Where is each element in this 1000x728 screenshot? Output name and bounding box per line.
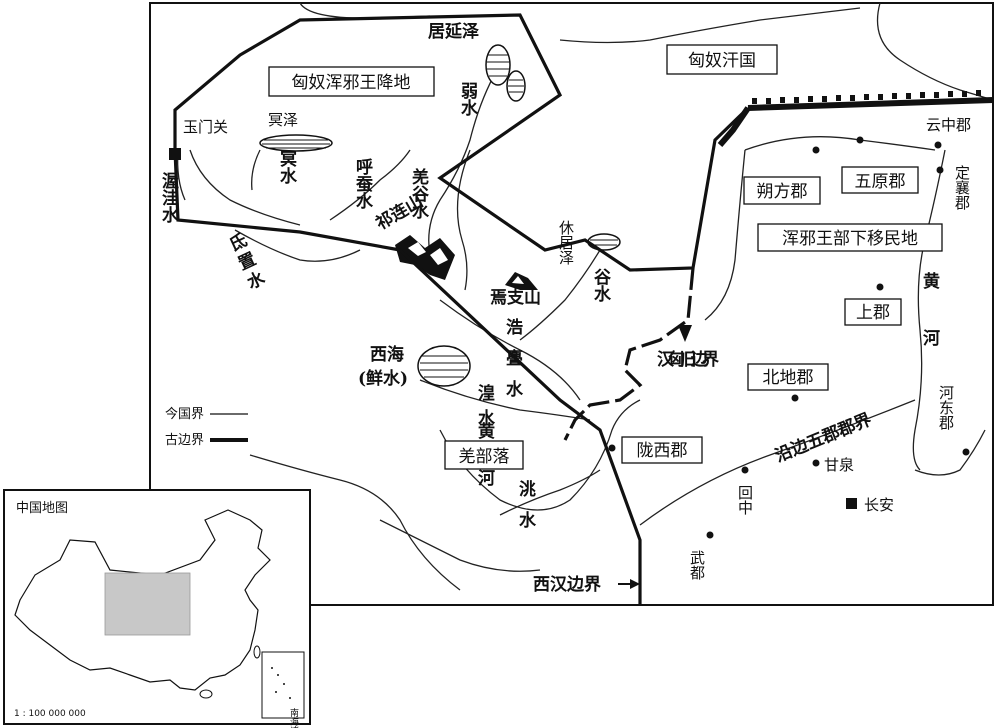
river-gushui [519,249,601,341]
inset-hainan [199,689,213,699]
lake-hatching [262,54,618,378]
label-wuyuan: 五原郡 [855,172,906,192]
legend-modern-label: 今国界 [165,406,204,422]
inset-scale: 1 : 100 000 000 [14,709,86,719]
han-xiongnu-old-border-line [563,267,695,441]
dot-ganquan [812,459,820,467]
label-qianggu: 羌谷水 [408,167,429,220]
terrain-right-edge [876,2,994,101]
western-han-arrowhead [630,579,640,589]
lake-xiujuze [587,233,621,251]
label-xihai: 西海 [370,344,404,365]
label-dingxiang: 定襄郡 [953,165,971,210]
inset-title: 中国地图 [16,501,68,516]
label-hedong: 河东郡 [937,385,955,430]
dot-yunzhong [934,141,942,149]
river-huangshui [419,379,591,421]
label-yunzhong: 云中郡 [926,116,971,134]
great-wall [717,90,994,147]
label-xiujuze: 休居泽 [557,220,575,265]
label-ruoshui: 弱水 [457,82,478,117]
dot-shangjun [876,283,884,291]
label-han-xiongnu-old-border: 汉匈旧边界 [657,349,719,370]
five-commanderies-line [639,399,916,526]
label-taoshui: 洮水 [515,479,536,542]
river-huanghe-east [912,149,946,471]
label-yanzhi: 焉支山 [490,287,541,308]
label-wudu: 武都 [688,550,706,580]
river-haomen [439,299,581,401]
city-markers [608,136,970,539]
dot-longxi [608,444,616,452]
inset-map: 中国地图 南海诸岛 1 : 100 000 000 [3,489,311,728]
label-beidi: 北地郡 [763,368,814,388]
dot-huizhong [741,466,749,474]
label-hunxie-migration: 浑邪王部下移民地 [782,229,918,249]
label-ganquan: 甘泉 [824,456,854,474]
label-mingze: 冥泽 [268,111,298,129]
label-yumenguan: 玉门关 [183,118,228,136]
label-mingshui: 冥水 [276,150,297,185]
inset-highlight-region [104,572,191,636]
river-huanghe-west [439,399,641,511]
terrain-sw [249,454,461,591]
river-dizhi [234,229,361,262]
label-huanghe-west: 黄河 [474,421,495,516]
yumenguan-marker [169,148,181,160]
label-changan: 长安 [864,496,894,514]
label-hucan: 呼蚕水 [352,158,374,210]
label-shuofang: 朔方郡 [757,182,808,202]
old-border-arrow [678,325,692,342]
dot-shuofang [812,146,820,154]
lake-xihai [417,345,471,387]
label-juyanze: 居延泽 [428,21,479,42]
label-xiongnu-khanate: 匈奴汗国 [688,51,756,71]
terrain-ordos-west [704,149,746,321]
terrain-top-right [559,7,861,44]
inset-south-sea-box [261,651,305,719]
label-huangshui: 湟水 [474,383,495,434]
legend-ancient-label: 古边界 [165,433,204,448]
terrain-east-lower [914,429,986,476]
river-mingze-west [251,149,261,191]
dot-wudu [706,531,714,539]
dot-beidi [791,394,799,402]
mountain-qilian [395,235,455,280]
lake-juyanze [485,44,511,86]
river-taoshui [499,469,601,516]
river-mingshui [189,149,301,226]
inset-south-sea-label: 南海诸岛 [288,707,299,728]
label-xiongnu-hunxie-land: 匈奴浑邪王降地 [292,73,411,93]
label-boxes [268,44,943,470]
lake-mingze [259,134,333,152]
terrain-sw-2 [379,519,541,572]
label-woware: 渥洼水 [158,172,179,224]
dot-hedong [962,448,970,456]
border-yumen-south [173,149,401,252]
mountain-yanzhi [505,272,538,290]
changan-marker [846,498,857,509]
dot-wuyuan [856,136,864,144]
inset-taiwan [253,645,261,659]
label-huizhong: 回中 [736,485,754,515]
legend: 今国界 古边界 [165,406,248,448]
dot-dingxiang [936,166,944,174]
label-longxi: 陇西郡 [637,441,688,461]
label-gushui: 谷水 [590,268,611,303]
label-western-han-border: 西汉边界 [533,575,601,595]
label-huanghe-east: 黄河 [919,271,940,386]
label-qiang-tribes: 羌部落 [459,447,510,467]
label-xianshui: (鲜水) [358,368,408,389]
western-han-border-line [398,248,642,605]
label-shangjun: 上郡 [856,303,890,323]
label-haomen: 浩亹水 [502,317,523,411]
river-qianggu [456,149,471,291]
river-hucan [329,149,411,221]
